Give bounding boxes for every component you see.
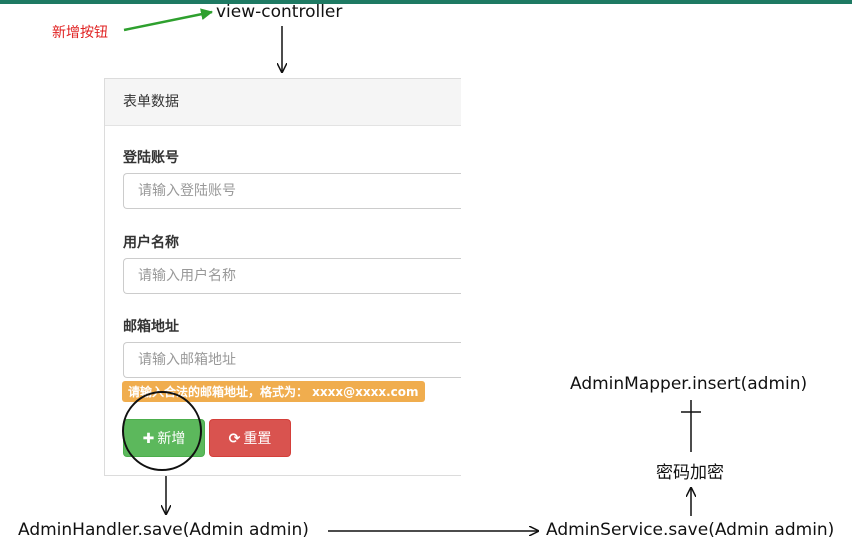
panel-header: 表单数据 [105,79,461,126]
password-encrypt-label: 密码加密 [656,463,724,483]
email-error-tip: 请输入合法的邮箱地址，格式为： xxxx@xxxx.com [122,381,425,402]
admin-handler-label: AdminHandler.save(Admin admin) [18,520,309,540]
username-input[interactable]: 请输入用户名称 [123,258,461,294]
refresh-icon: ⟳ [228,431,241,447]
admin-service-label: AdminService.save(Admin admin) [546,520,835,540]
login-account-label: 登陆账号 [123,150,179,166]
email-input[interactable]: 请输入邮箱地址 [123,342,461,378]
email-label: 邮箱地址 [123,319,179,335]
top-accent-bar [0,0,852,4]
new-button-annotation: 新增按钮 [52,25,108,41]
view-controller-label: view-controller [216,2,343,22]
login-account-input[interactable]: 请输入登陆账号 [123,173,461,209]
annotation-arrow [123,8,213,32]
highlight-circle [122,391,202,471]
reset-button[interactable]: ⟳重置 [209,419,291,457]
username-label: 用户名称 [123,235,179,251]
form-panel: 表单数据 登陆账号 请输入登陆账号 用户名称 请输入用户名称 邮箱地址 请输入邮… [104,78,461,476]
reset-button-label: 重置 [243,431,272,447]
admin-mapper-label: AdminMapper.insert(admin) [570,374,808,394]
